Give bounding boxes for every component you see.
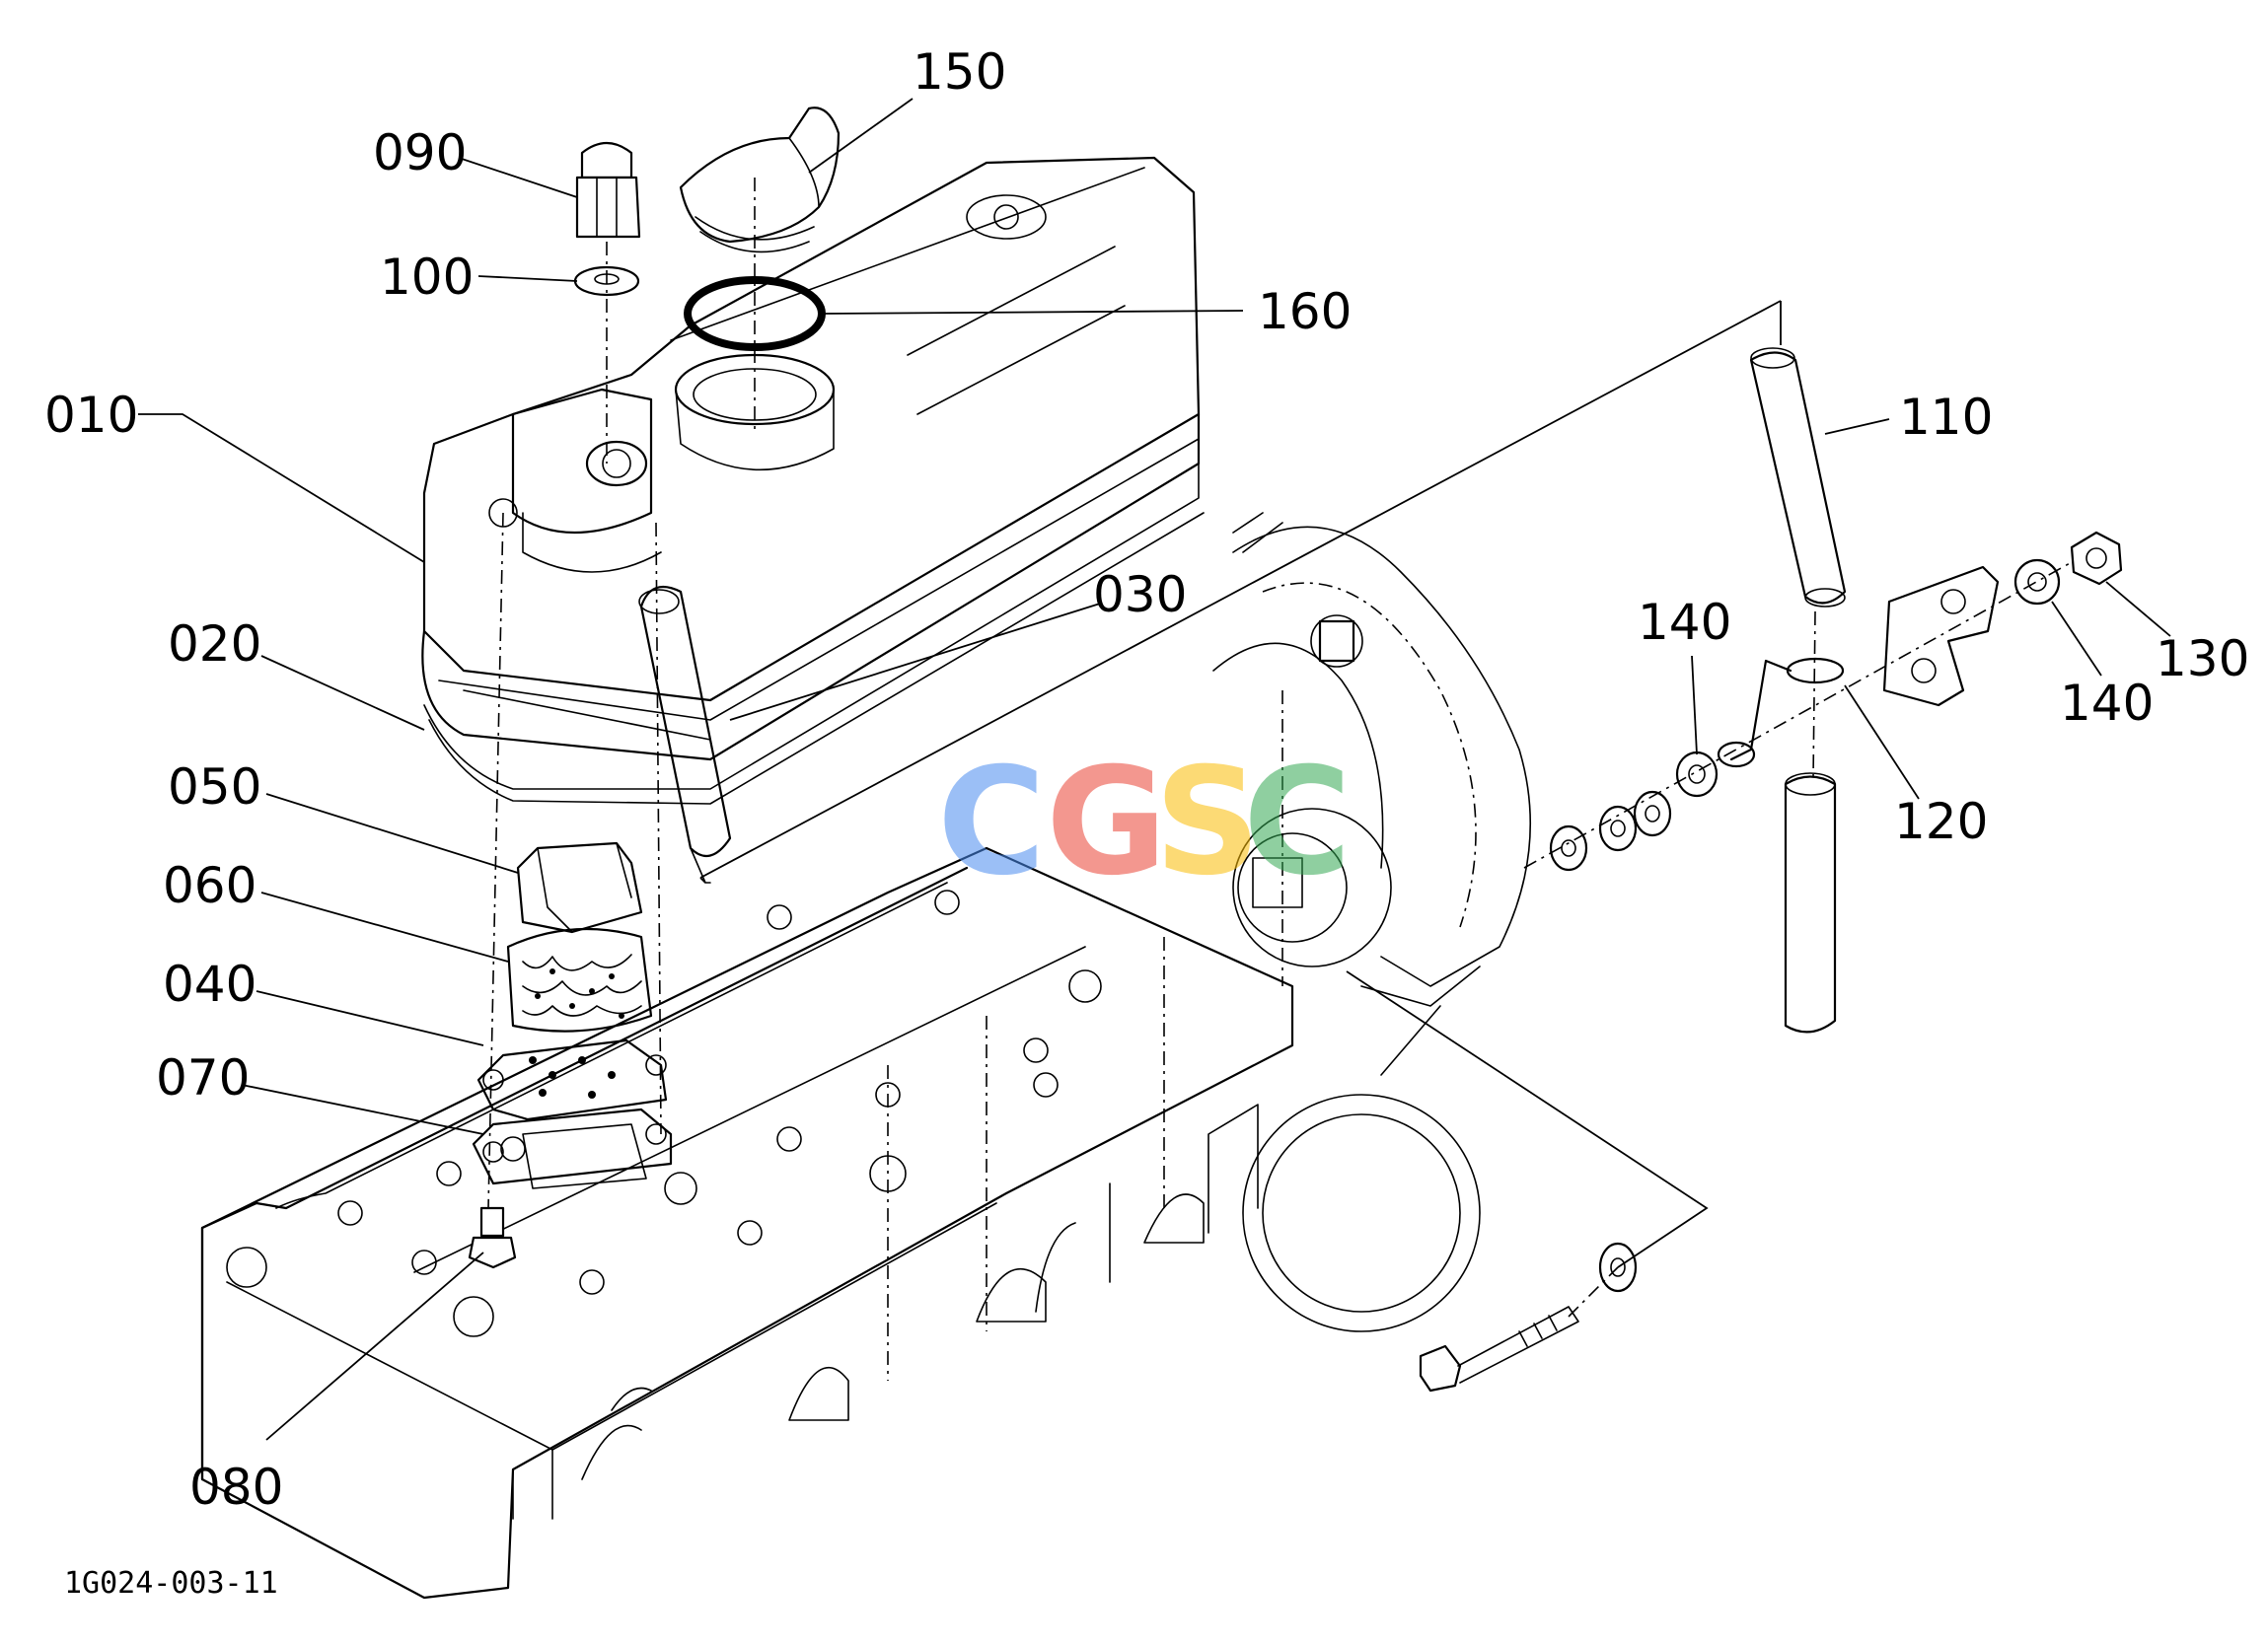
callout-060: 060: [163, 857, 256, 914]
callout-110: 110: [1899, 389, 1993, 446]
part-140-washer-right: [2013, 558, 2061, 606]
part-090-cap-nut: [575, 141, 641, 239]
cylinder-head-outline: [200, 846, 1294, 1600]
part-130-nut: [2070, 531, 2123, 586]
callout-080: 080: [189, 1459, 283, 1516]
callout-040: 040: [163, 956, 256, 1013]
callout-020: 020: [168, 615, 261, 673]
part-140-washer-left: [1675, 751, 1719, 798]
gear-case-outline: [1212, 512, 1531, 1332]
watermark-letter: C: [937, 737, 1046, 908]
part-040-plate: [476, 1038, 668, 1121]
callout-labels: 010 020 030 040 050 060 070 080 090 100 …: [44, 43, 2249, 1516]
part-060-element: [506, 927, 653, 1033]
callout-010: 010: [44, 387, 138, 444]
part-110-hose-upper: [1749, 347, 1847, 608]
callout-090: 090: [373, 124, 467, 181]
hose-lower: [1784, 772, 1837, 1034]
watermark-letter: G: [1046, 737, 1167, 908]
hose-centerline: [1812, 610, 1816, 780]
callout-140-left: 140: [1638, 594, 1731, 651]
callout-100: 100: [380, 249, 474, 306]
head-bolt-holes: [226, 890, 1102, 1337]
part-050-plate: [516, 841, 643, 934]
callout-150: 150: [913, 43, 1006, 101]
callout-130: 130: [2156, 630, 2249, 687]
part-070-gasket: [472, 1108, 673, 1189]
part-150-filler-cap: [679, 107, 841, 253]
watermark-letter: C: [1243, 737, 1352, 908]
watermark-letter: S: [1154, 737, 1261, 908]
bolt-centerline: [1568, 1266, 1619, 1318]
diagram-code: 1G024-003-11: [64, 1566, 278, 1601]
callout-140-right: 140: [2060, 675, 2154, 732]
callout-160: 160: [1258, 283, 1352, 340]
connection-lines: [699, 300, 1782, 1268]
rocker-cover: [421, 156, 1205, 805]
callout-050: 050: [168, 758, 261, 816]
mounting-bracket: [1882, 565, 2000, 707]
spacer-washers: [1549, 790, 1672, 872]
callout-070: 070: [156, 1049, 250, 1107]
bracket-centerline: [1523, 561, 2073, 869]
assembly-centerlines: [487, 178, 756, 1209]
watermark: C G S C: [937, 737, 1352, 908]
part-160-o-ring: [684, 276, 826, 351]
callout-leaders: [138, 98, 2171, 1441]
bracket-bolt: [1419, 1242, 1638, 1393]
callout-030: 030: [1093, 566, 1187, 623]
callout-120: 120: [1894, 793, 1988, 850]
part-120-clip: [1717, 657, 1845, 768]
part-080-bolt: [468, 1206, 517, 1269]
